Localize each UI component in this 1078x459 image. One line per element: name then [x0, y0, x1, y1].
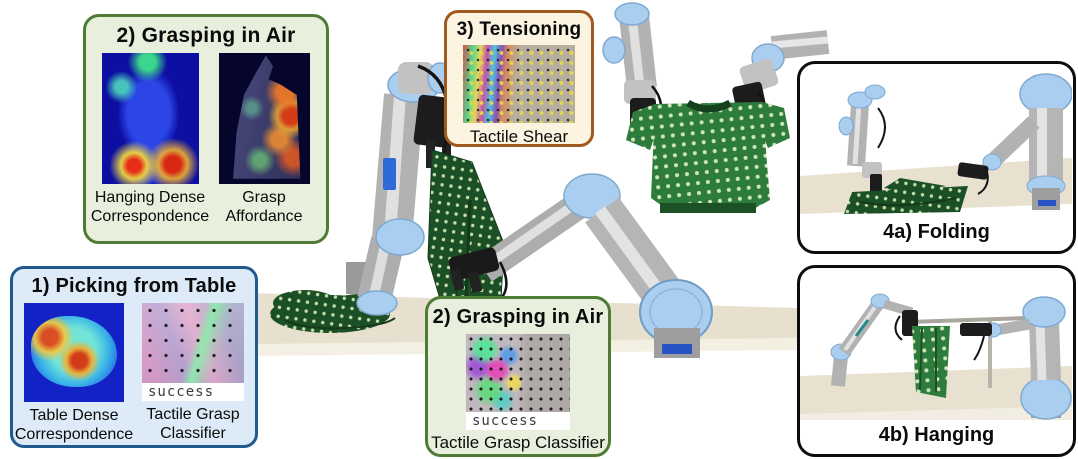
- folding-left-robot: [838, 84, 886, 196]
- panel-tensioning: 3) Tensioning Tactile Shear: [444, 10, 594, 147]
- image-label: Table Dense Correspondence: [14, 407, 134, 443]
- table-dense-correspondence-heatmap: [24, 303, 124, 402]
- hanging-cloth: [427, 149, 505, 341]
- panel-title: 1) Picking from Table: [31, 275, 237, 297]
- folding-right-robot: [957, 73, 1072, 210]
- folding-cloth: [844, 178, 968, 214]
- tactile-sensor-image: [142, 303, 244, 383]
- panel-grasping-in-air-bottom: 2) Grasping in Air success Tactile Grasp…: [425, 296, 611, 457]
- tactile-shear-image: [463, 45, 575, 123]
- folding-photo: [800, 73, 1072, 214]
- panel-title: 2) Grasping in Air: [432, 306, 604, 328]
- hanging-left-robot: [830, 293, 918, 387]
- panel-folding: 4a) Folding: [797, 61, 1076, 254]
- grasp-affordance-heatmap: [218, 53, 310, 184]
- image-label: Tactile Grasp Classifier: [431, 433, 605, 452]
- panel-hanging: 4b) Hanging: [797, 265, 1076, 457]
- classifier-result-text: success: [142, 383, 244, 401]
- classifier-result-text: success: [465, 412, 570, 430]
- panel-picking-from-table: 1) Picking from Table Table Dense Corres…: [10, 266, 258, 448]
- image-label: Tactile Grasp Classifier: [146, 406, 240, 442]
- tactile-grasp-classifier-image: success: [142, 303, 244, 401]
- image-label: Tactile Shear: [469, 127, 569, 146]
- panel-grasping-in-air-top: 2) Grasping in Air Hanging Dense Corresp…: [83, 14, 329, 244]
- panel-title: 3) Tensioning: [456, 19, 582, 40]
- photo-caption: 4b) Hanging: [878, 424, 995, 446]
- tactile-grasp-classifier-image: success: [465, 334, 570, 430]
- right-robot-arm: [448, 173, 713, 358]
- hanging-right-robot: [960, 296, 1072, 420]
- image-label: Hanging Dense Correspondence: [90, 189, 210, 225]
- left-robot-arm: [346, 62, 458, 316]
- stretched-sweater: [626, 99, 790, 213]
- panel-title: 2) Grasping in Air: [116, 24, 296, 47]
- hanging-photo: [800, 293, 1072, 420]
- hanging-cloth-on-rod: [912, 326, 950, 398]
- ur-logo-sticker: [383, 158, 396, 190]
- hanging-dense-correspondence-heatmap: [101, 53, 199, 184]
- photo-caption: 4a) Folding: [883, 221, 990, 243]
- tensioning-robots: [602, 2, 830, 213]
- image-label: Grasp Affordance: [225, 189, 303, 225]
- tactile-sensor-image: [465, 334, 570, 412]
